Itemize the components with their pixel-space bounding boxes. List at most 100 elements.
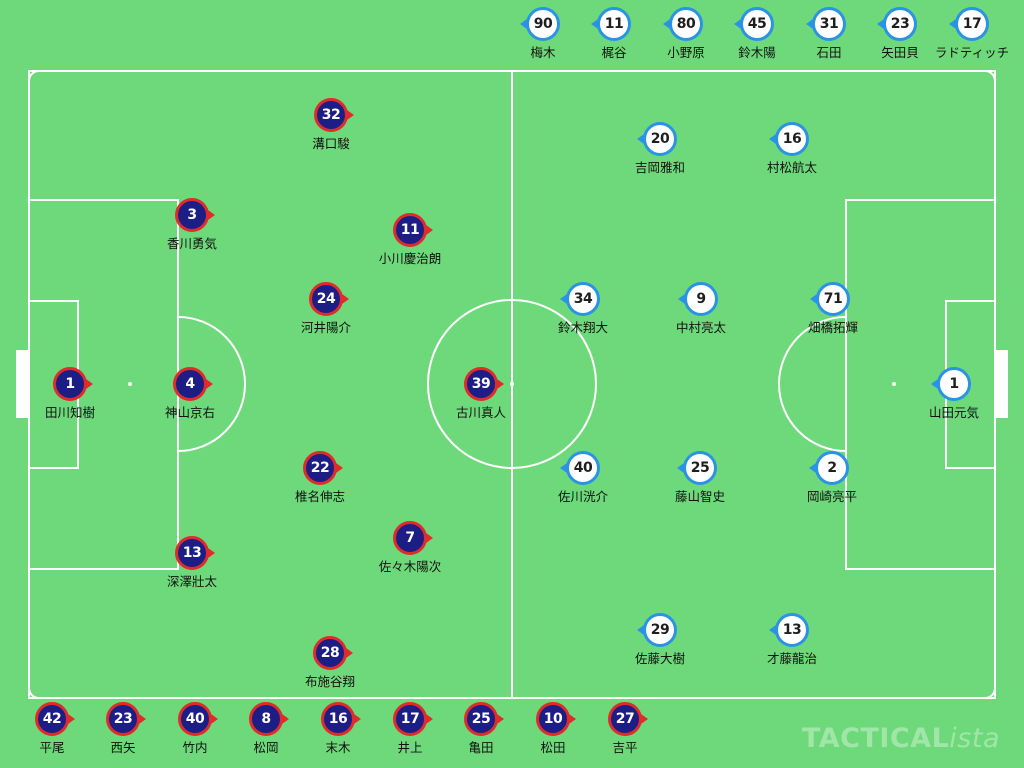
jersey-icon: 27	[608, 702, 648, 736]
jersey-icon: 17	[393, 702, 433, 736]
player-name: 小川慶治朗	[378, 251, 442, 266]
corner-arc-tr	[984, 70, 996, 82]
away-sub-marker[interactable]: 80 小野原	[641, 7, 731, 61]
jersey-number: 27	[608, 702, 642, 736]
away-sub-marker[interactable]: 90 梅木	[498, 7, 588, 61]
home-player-marker[interactable]: 13 深澤壯太	[147, 536, 237, 590]
player-name: ラドティッチ	[934, 45, 1010, 60]
direction-arrow-icon	[931, 379, 938, 389]
corner-arc-tl	[28, 70, 40, 82]
player-name: 村松航太	[766, 160, 817, 175]
home-player-marker[interactable]: 11 小川慶治朗	[365, 213, 455, 267]
jersey-icon: 11	[393, 213, 433, 247]
home-sub-marker[interactable]: 23 西矢	[78, 702, 168, 756]
direction-arrow-icon	[949, 19, 956, 29]
home-player-marker[interactable]: 39 古川真人	[436, 367, 526, 421]
home-sub-marker[interactable]: 10 松田	[508, 702, 598, 756]
player-name: 松田	[540, 740, 566, 755]
player-name: 田川知樹	[44, 405, 95, 420]
jersey-icon: 13	[175, 536, 215, 570]
player-name: 梅木	[530, 45, 556, 60]
corner-arc-bl	[28, 687, 40, 699]
player-name: 佐々木陽次	[378, 559, 442, 574]
jersey-icon: 13	[769, 613, 809, 647]
jersey-number: 11	[597, 7, 631, 41]
jersey-number: 25	[683, 451, 717, 485]
jersey-number: 22	[303, 451, 337, 485]
jersey-icon: 23	[877, 7, 917, 41]
jersey-number: 45	[740, 7, 774, 41]
jersey-number: 10	[536, 702, 570, 736]
jersey-icon: 45	[734, 7, 774, 41]
jersey-icon: 90	[520, 7, 560, 41]
jersey-icon: 40	[178, 702, 218, 736]
jersey-icon: 80	[663, 7, 703, 41]
direction-arrow-icon	[426, 225, 433, 235]
direction-arrow-icon	[806, 19, 813, 29]
jersey-icon: 7	[393, 521, 433, 555]
direction-arrow-icon	[139, 714, 146, 724]
jersey-icon: 16	[321, 702, 361, 736]
player-name: 中村亮太	[675, 320, 726, 335]
jersey-icon: 22	[303, 451, 343, 485]
direction-arrow-icon	[591, 19, 598, 29]
jersey-icon: 25	[464, 702, 504, 736]
player-name: 古川真人	[455, 405, 506, 420]
jersey-number: 25	[464, 702, 498, 736]
player-name: 吉平	[612, 740, 638, 755]
player-name: 布施谷翔	[304, 674, 355, 689]
player-name: 鈴木翔大	[557, 320, 608, 335]
player-name: 小野原	[667, 45, 705, 60]
jersey-icon: 25	[677, 451, 717, 485]
jersey-number: 40	[566, 451, 600, 485]
direction-arrow-icon	[86, 379, 93, 389]
player-name: 梶谷	[601, 45, 627, 60]
jersey-number: 23	[106, 702, 140, 736]
home-sub-marker[interactable]: 27 吉平	[580, 702, 670, 756]
away-sub-marker[interactable]: 11 梶谷	[569, 7, 659, 61]
direction-arrow-icon	[637, 134, 644, 144]
jersey-number: 32	[314, 98, 348, 132]
jersey-number: 11	[393, 213, 427, 247]
player-name: 深澤壯太	[166, 574, 217, 589]
jersey-number: 24	[309, 282, 343, 316]
home-player-marker[interactable]: 7 佐々木陽次	[365, 521, 455, 575]
jersey-icon: 32	[314, 98, 354, 132]
direction-arrow-icon	[346, 648, 353, 658]
player-name: 西矢	[110, 740, 136, 755]
jersey-icon: 1	[931, 367, 971, 401]
jersey-icon: 23	[106, 702, 146, 736]
left-goal	[16, 350, 28, 418]
player-name: 石田	[816, 45, 842, 60]
jersey-icon: 39	[464, 367, 504, 401]
